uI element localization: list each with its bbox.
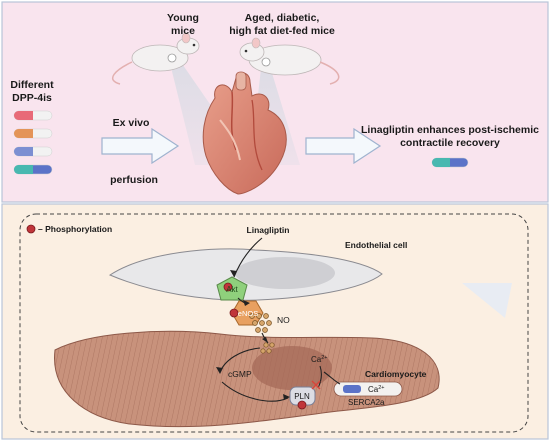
no-label: NO (277, 315, 290, 325)
ca-label-1: Ca2+ (311, 355, 328, 364)
dpp-label-2: DPP-4is (12, 92, 52, 104)
aged-label-2: high fat diet-fed mice (229, 25, 335, 37)
cardiomyocyte-cell (54, 330, 440, 428)
heart-icon (202, 71, 287, 195)
aged-mouse-icon (239, 37, 340, 85)
serca2a-pump (343, 385, 361, 393)
legend-phospho-dot (26, 224, 36, 234)
enos-phospho-dot (229, 308, 239, 318)
akt-label: Akt (226, 285, 238, 294)
young-label-1: Young (167, 12, 199, 24)
capsule-teal (13, 164, 53, 175)
pathway-arrowheads (216, 270, 290, 400)
cell-boundary (19, 213, 529, 433)
endothelial-label: Endothelial cell (345, 240, 407, 250)
enos-label: eNOS (238, 309, 258, 318)
inhibition-mark (311, 380, 321, 390)
cgmp-label: cGMP (228, 369, 252, 379)
capsule-pink (13, 110, 53, 121)
result-arrow (305, 127, 382, 165)
young-label-2: mice (171, 25, 195, 37)
decorative-triangle (462, 283, 512, 318)
exvivo-arrow (101, 127, 180, 165)
result-label-2: contractile recovery (400, 137, 500, 149)
exvivo-label-2: perfusion (110, 174, 158, 186)
cardiomyocyte-label: Cardiomyocyte (365, 369, 427, 379)
ca-label-2: Ca2+ (368, 385, 385, 394)
capsule-orange (13, 128, 53, 139)
no-molecules-cardiomyocyte (260, 342, 275, 354)
endothelial-nucleus (235, 257, 335, 289)
no-molecules (249, 313, 272, 333)
pln-phospho-dot (297, 400, 307, 410)
cardiomyocyte-nucleus (252, 346, 332, 390)
capsule-linagliptin (431, 157, 469, 168)
capsule-blue (13, 146, 53, 157)
dpp-label-1: Different (10, 79, 54, 91)
result-label-1: Linagliptin enhances post-ischemic (361, 124, 539, 136)
serca-label: SERCA2a (348, 398, 385, 407)
legend-label: – Phosphorylation (38, 224, 112, 234)
pln-label: PLN (294, 392, 310, 401)
linagliptin-label: Linagliptin (247, 225, 290, 235)
akt-phospho-dot (223, 282, 233, 292)
exvivo-label-1: Ex vivo (113, 117, 150, 129)
young-mouse-icon (111, 32, 200, 85)
aged-label-1: Aged, diabetic, (245, 12, 320, 24)
